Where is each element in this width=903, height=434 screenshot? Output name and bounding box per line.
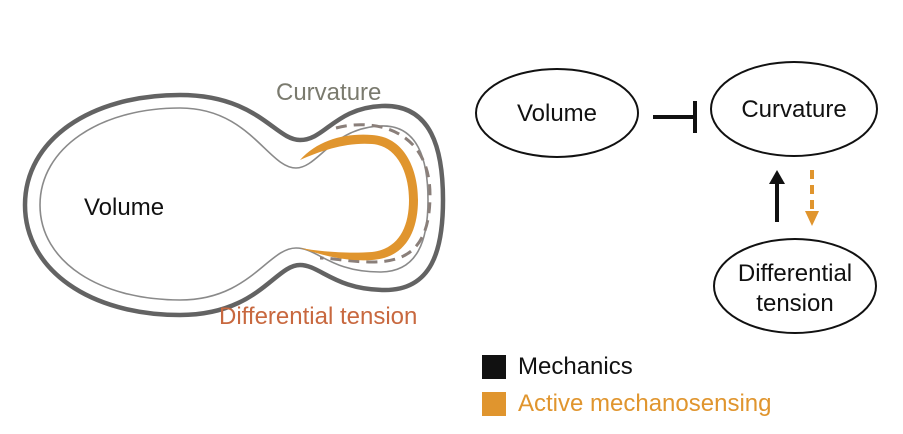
legend-item-mechanics: Mechanics (482, 353, 633, 380)
dashed-curvature-line (319, 123, 432, 264)
cell-inner-membrane (39, 107, 429, 301)
mechanosensing-arrow-head (805, 211, 819, 226)
legend-swatch-active-mechanosensing (482, 392, 506, 416)
node-differential-tension (713, 238, 877, 334)
legend-item-active-mechanosensing: Active mechanosensing (482, 390, 772, 417)
node-volume (475, 68, 639, 158)
legend-label-active-mechanosensing: Active mechanosensing (518, 390, 772, 417)
cell-label-curvature: Curvature (276, 79, 382, 106)
node-label-differential-tension-line1: Differential (737, 260, 853, 287)
tension-band (300, 134, 418, 261)
node-curvature (710, 61, 878, 157)
mechanics-arrow-head (769, 170, 785, 184)
cell-outer-membrane (22, 92, 446, 318)
node-label-curvature: Curvature (741, 96, 847, 123)
legend-swatch-mechanics (482, 355, 506, 379)
cell-label-volume: Volume (84, 194, 165, 221)
node-label-differential-tension-line2: tension (756, 290, 834, 317)
node-label-volume: Volume (516, 100, 598, 127)
legend-label-mechanics: Mechanics (518, 353, 633, 380)
cell-label-differential-tension: Differential tension (219, 303, 418, 330)
